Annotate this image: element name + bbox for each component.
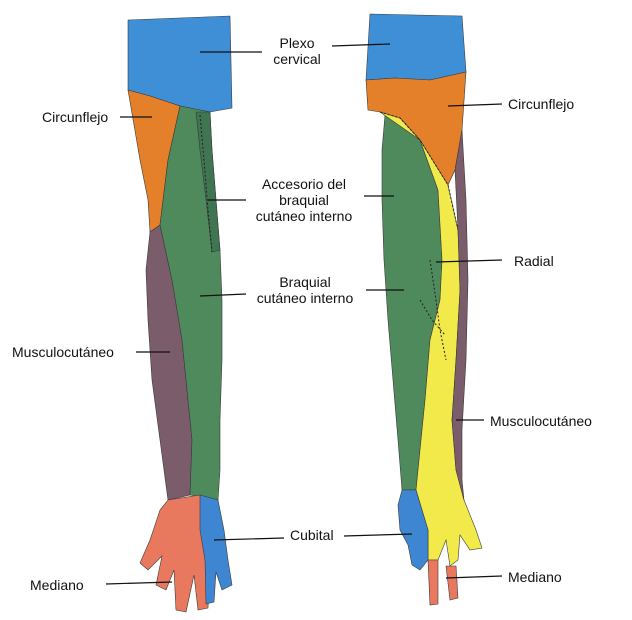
- left-cubital-zone: [199, 494, 233, 605]
- label-musculocutaneo-right: Musculocutáneo: [490, 413, 592, 429]
- leader-cubital-left: [213, 537, 285, 541]
- label-accesorio-line3: cutáneo interno: [255, 208, 353, 224]
- right-mediano-zone-2: [445, 565, 459, 601]
- label-plexo-line2: cervical: [273, 51, 321, 67]
- leader-mediano-right: [445, 575, 503, 579]
- leader-braquial-left: [199, 293, 247, 297]
- right-arm: [365, 13, 483, 606]
- leader-mediano-left: [105, 581, 173, 585]
- right-circunflejo-zone: [365, 71, 467, 186]
- leader-lines: [105, 43, 503, 585]
- right-cubital-zone: [397, 489, 429, 571]
- label-musculocutaneo-left: Musculocutáneo: [12, 344, 114, 360]
- right-musculocutaneo-zone: [451, 129, 469, 501]
- label-plexo-line1: Plexo: [279, 35, 315, 51]
- label-braquial: Braquial cutáneo interno: [244, 274, 366, 306]
- label-circunflejo-right: Circunflejo: [508, 96, 575, 112]
- leader-cubital-right: [343, 533, 413, 537]
- label-plexo-cervical: Plexo cervical: [262, 35, 332, 67]
- label-mediano-right: Mediano: [508, 569, 562, 585]
- label-accesorio-line2: braquial: [279, 192, 329, 208]
- label-circunflejo-left: Circunflejo: [42, 109, 109, 125]
- leader-radial: [435, 259, 503, 263]
- label-radial: Radial: [514, 253, 554, 269]
- label-mediano-left: Mediano: [30, 577, 84, 593]
- label-accesorio-line1: Accesorio del: [261, 176, 347, 192]
- right-mediano-zone: [427, 559, 439, 606]
- leader-plexo-right: [331, 43, 391, 47]
- right-plexo-cervical-zone: [365, 13, 467, 81]
- left-mediano-zone: [139, 494, 211, 613]
- left-accesorio-zone: [195, 111, 221, 253]
- label-braquial-line1: Braquial: [279, 274, 331, 290]
- label-accesorio: Accesorio del braquial cutáneo interno: [244, 176, 364, 224]
- left-arm: [127, 15, 233, 613]
- label-cubital: Cubital: [290, 527, 334, 543]
- label-braquial-line2: cutáneo interno: [256, 290, 354, 306]
- leader-circunflejo-right: [447, 103, 503, 107]
